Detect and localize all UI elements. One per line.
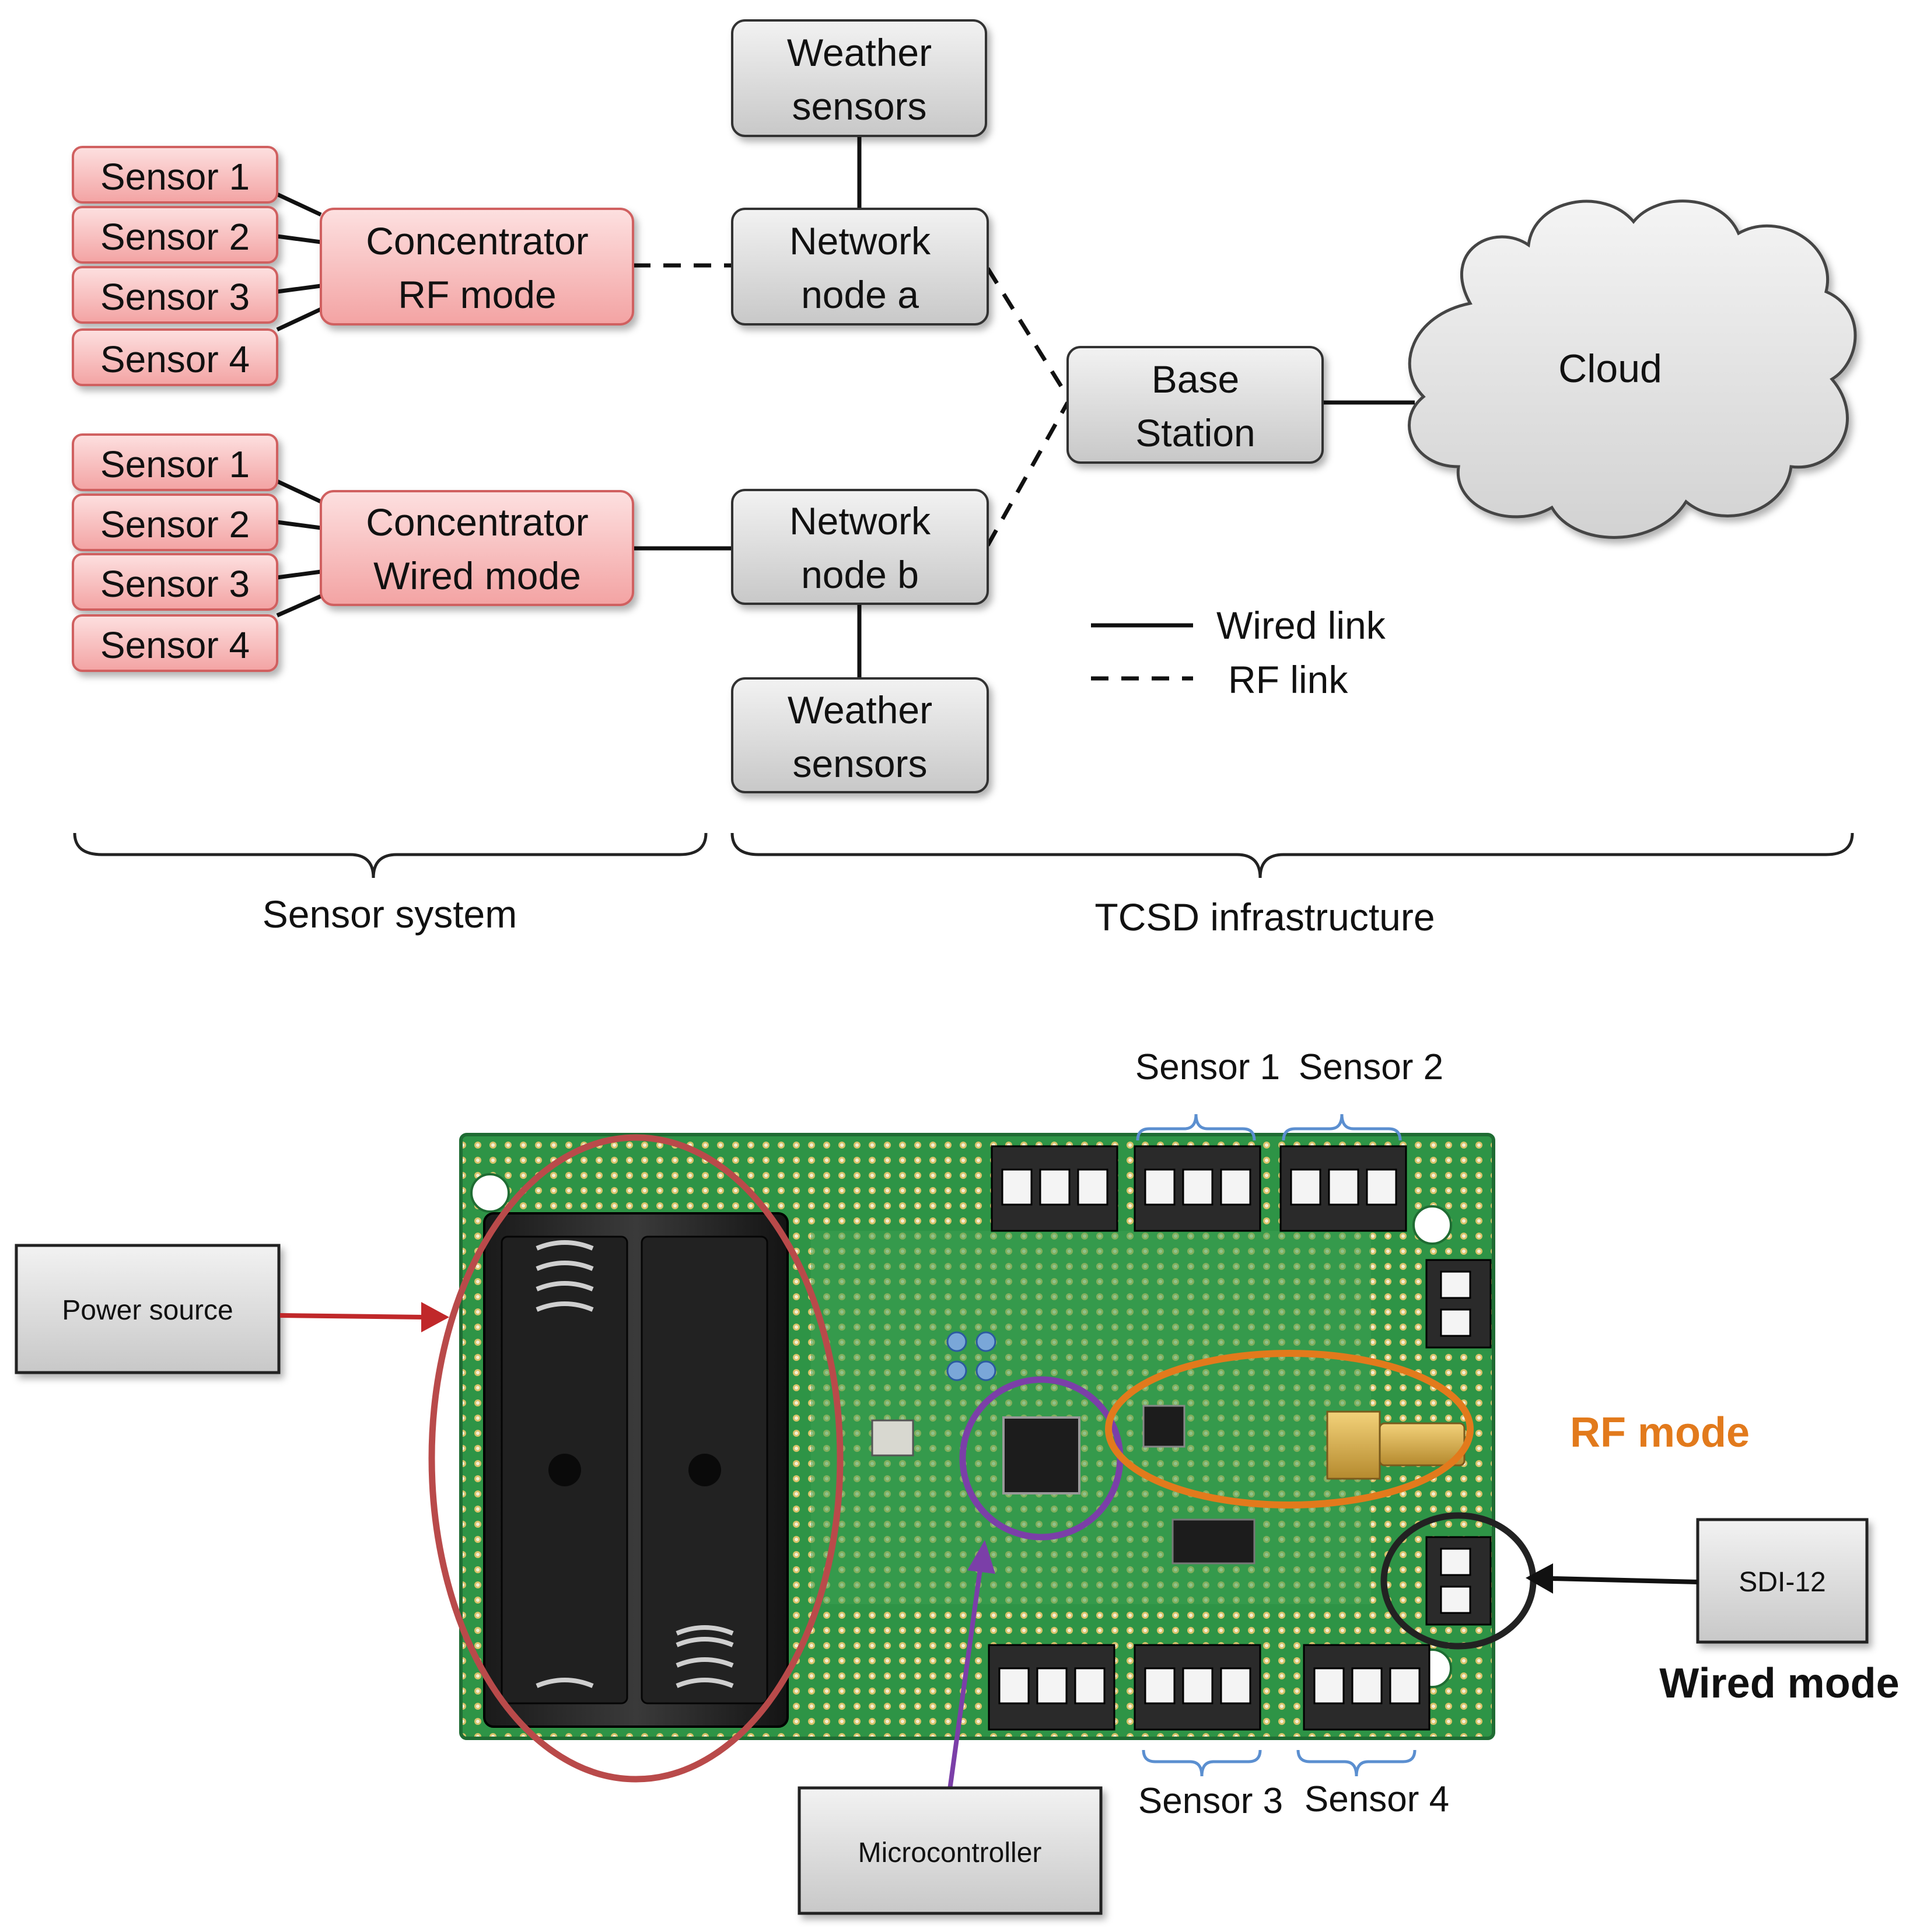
microcontroller-chip	[1002, 1416, 1080, 1494]
board-figure: Sensor 1 Sensor 2 Sensor 3 Sensor 4 Powe…	[15, 1047, 1900, 1915]
sensor-label: Sensor 4	[100, 624, 250, 666]
rf-mode-label: RF mode	[1570, 1409, 1750, 1456]
sensor-braces	[1136, 1114, 1417, 1777]
sensor-box	[72, 266, 278, 324]
terminal-slots-top	[1001, 1168, 1397, 1206]
sdi12-arrow-shaft	[1551, 1576, 1698, 1584]
concentrator-rf-line2: RF mode	[398, 273, 556, 316]
sdi12-arrow-head	[1526, 1563, 1553, 1594]
concentrator-wired-box	[320, 490, 634, 606]
legend: Wired link RF link	[1091, 604, 1386, 701]
power-source-box	[15, 1244, 281, 1374]
cloud-shape	[1408, 200, 1857, 539]
power-arrow-shaft	[279, 1313, 424, 1320]
sensor-label: Sensor 2	[100, 503, 250, 545]
base-station-line1: Base	[1152, 358, 1239, 401]
wired-mode-label: Wired mode	[1659, 1660, 1899, 1707]
node-b-line1: Network	[789, 499, 931, 542]
sensor-box	[72, 553, 278, 611]
weather-sensors-bottom-box	[731, 677, 989, 793]
node-b-line2: node b	[801, 553, 919, 596]
node-a-line1: Network	[789, 219, 931, 262]
battery-holder	[483, 1212, 789, 1728]
weather-top-line1: Weather	[787, 31, 932, 74]
network-node-a-box	[731, 208, 989, 326]
terminal-slots-bottom	[998, 1667, 1421, 1704]
sensor-label: Sensor 4	[100, 338, 250, 380]
sensor-box	[72, 614, 278, 672]
power-source-label: Power source	[62, 1295, 233, 1326]
concentrator-wired-line1: Concentrator	[366, 501, 589, 544]
rf-mode-highlight-oval	[1105, 1350, 1474, 1508]
microcontroller-box	[798, 1786, 1103, 1915]
mounting-hole	[1412, 1205, 1452, 1245]
node-a-line2: node a	[801, 273, 919, 316]
sensor-label: Sensor 3	[100, 276, 250, 318]
sensor-label: Sensor 2	[100, 216, 250, 258]
base-station-box	[1066, 346, 1324, 464]
board-sensor-3-label: Sensor 3	[1138, 1781, 1283, 1821]
sdi12-box	[1696, 1518, 1869, 1644]
link-rf-node-a-base	[986, 267, 1069, 398]
network-diagram: Sensor 1 Sensor 2 Sensor 3 Sensor 4 Conc…	[72, 19, 1857, 939]
board-sensor-2-label: Sensor 2	[1299, 1047, 1443, 1087]
push-button	[871, 1419, 914, 1457]
power-arrow-head	[421, 1302, 449, 1332]
sensor-box	[72, 146, 278, 204]
microcontroller-arrow-head	[967, 1540, 995, 1574]
sensor-box	[72, 433, 278, 491]
sensor-label: Sensor 1	[100, 443, 250, 485]
sensor-box	[72, 206, 278, 264]
microcontroller-arrow-shaft	[947, 1569, 982, 1790]
brace-sensor-system	[73, 832, 708, 878]
sensor-label: Sensor 3	[100, 563, 250, 605]
board-sensor-4-label: Sensor 4	[1305, 1779, 1449, 1819]
sensor-links-wired	[276, 479, 322, 618]
microcontroller-label: Microcontroller	[858, 1838, 1042, 1868]
pcb-circuit-area	[811, 1231, 1371, 1604]
battery-highlight-oval	[428, 1134, 844, 1783]
base-station-line2: Station	[1135, 411, 1255, 454]
concentrator-rf-box	[320, 208, 634, 326]
network-node-b-box	[731, 489, 989, 605]
concentrator-rf-line1: Concentrator	[366, 219, 589, 262]
legend-rf-label: RF link	[1228, 658, 1348, 701]
sensor-labels-wired: Sensor 1 Sensor 2 Sensor 3 Sensor 4	[100, 443, 250, 666]
rf-chip	[1142, 1405, 1185, 1448]
sensor-label: Sensor 1	[100, 156, 250, 198]
mounting-hole	[470, 1173, 510, 1213]
weather-top-line2: sensors	[792, 85, 926, 128]
sensor-group-rf	[72, 146, 278, 386]
sma-connector	[1326, 1410, 1466, 1480]
blue-pads	[946, 1331, 996, 1381]
side-connector-slots	[1440, 1270, 1471, 1614]
sensor-labels-rf: Sensor 1 Sensor 2 Sensor 3 Sensor 4	[100, 156, 250, 380]
brace-sensor-system-label: Sensor system	[263, 892, 517, 936]
brace-tcsd-infrastructure	[730, 832, 1854, 878]
ic-chip	[1171, 1518, 1255, 1564]
sensor-box	[72, 494, 278, 551]
legend-wired-label: Wired link	[1216, 604, 1386, 647]
concentrator-wired-line2: Wired mode	[373, 554, 581, 597]
brace-tcsd-infrastructure-label: TCSD infrastructure	[1094, 895, 1435, 939]
weather-bottom-line1: Weather	[788, 688, 932, 732]
sensor-box	[72, 328, 278, 386]
sdi12-label: SDI-12	[1739, 1567, 1825, 1598]
cloud-label: Cloud	[1558, 346, 1662, 391]
weather-sensors-top-box	[731, 19, 987, 137]
weather-bottom-line2: sensors	[792, 742, 927, 785]
link-rf-node-b-base	[985, 401, 1070, 547]
board-sensor-1-label: Sensor 1	[1135, 1047, 1280, 1087]
sensor-links-rf	[276, 192, 322, 332]
sensor-group-wired	[72, 433, 278, 672]
